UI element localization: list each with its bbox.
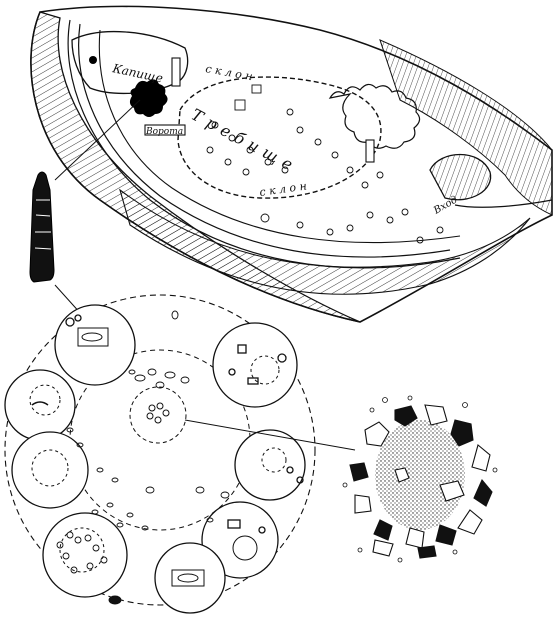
sacred-tree-marker xyxy=(129,79,168,117)
pit-5 xyxy=(11,431,89,509)
site-plan: Капище Требище Ворота Вход с к л о н с к… xyxy=(30,5,553,323)
entrance-structure xyxy=(429,153,492,201)
rampart-line-1 xyxy=(67,19,461,269)
pit-2 xyxy=(212,322,298,408)
hearth-stipple-core xyxy=(375,420,465,530)
east-slope-hatching xyxy=(379,39,553,216)
label-trebishche: Требище xyxy=(188,105,301,177)
pit-8 xyxy=(154,542,226,614)
idol-body xyxy=(29,171,55,283)
post-structure-2 xyxy=(365,139,375,163)
idol-to-tree-leader xyxy=(54,99,141,181)
entrance-road xyxy=(454,199,553,208)
rampart-line-2 xyxy=(78,23,451,258)
pit-4 xyxy=(234,429,306,501)
pit-7 xyxy=(42,512,128,598)
outer-dashed-ring xyxy=(4,294,316,606)
pit-1 xyxy=(54,304,136,386)
pit-6 xyxy=(201,501,279,579)
kapishche-dot xyxy=(89,56,97,64)
label-slope-lower: с к л о н xyxy=(259,179,308,198)
pit-3 xyxy=(4,369,76,441)
inner-enclosure xyxy=(177,76,382,199)
label-kapishche: Капище xyxy=(110,61,164,86)
label-vorota: Ворота xyxy=(145,127,183,137)
pit-markers xyxy=(206,84,444,244)
central-dashed-ring xyxy=(129,386,187,444)
hearth-detail-leader xyxy=(184,419,356,451)
hearth-pebbles xyxy=(342,395,498,563)
hearth-detail xyxy=(342,395,498,563)
gate-structure xyxy=(144,124,186,136)
vegetation-outline xyxy=(328,83,421,149)
central-hearth xyxy=(146,402,170,424)
sanctuary-plan xyxy=(4,294,356,614)
hearth-stones xyxy=(349,404,493,559)
rampart-line-3 xyxy=(98,29,461,244)
stone-scatter xyxy=(66,310,230,605)
kapishche-enclosure xyxy=(71,31,189,95)
post-structure-1 xyxy=(171,57,181,87)
south-rampart-hatching xyxy=(119,188,531,295)
idol-carvings xyxy=(34,199,52,250)
